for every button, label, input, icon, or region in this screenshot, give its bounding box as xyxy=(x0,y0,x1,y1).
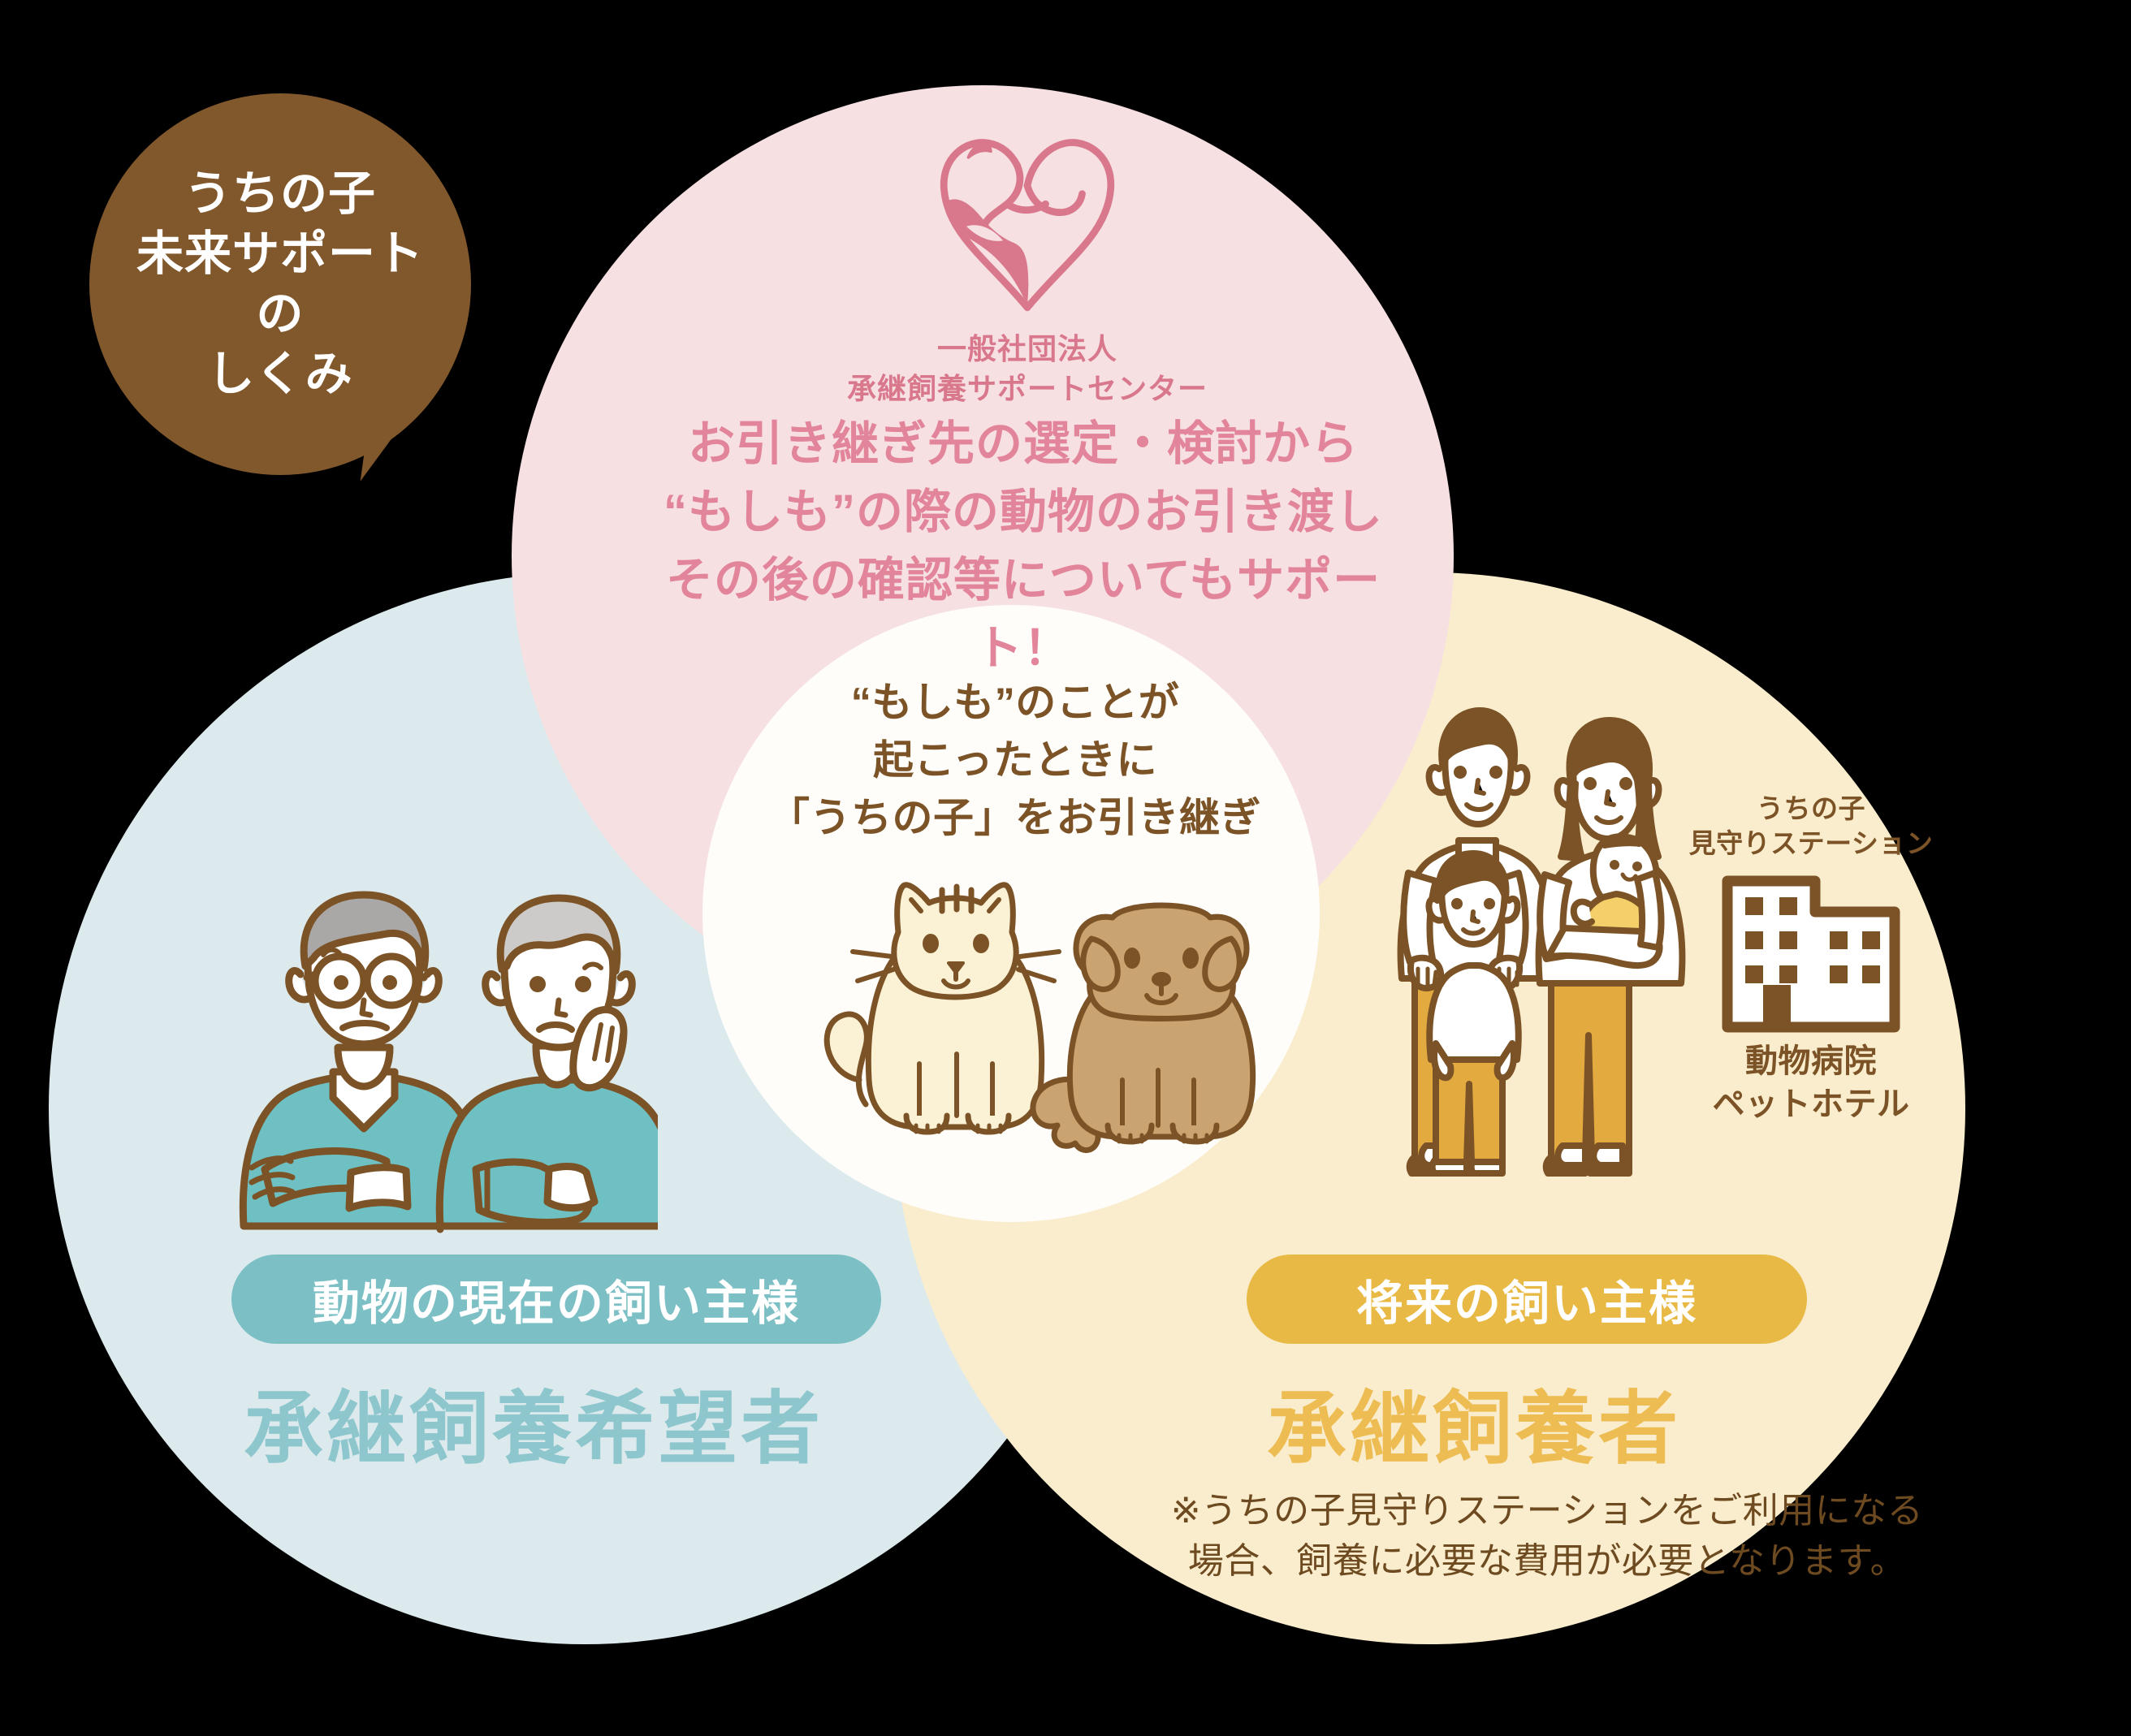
current-owner-pill-label: 動物の現在の飼い主様 xyxy=(312,1277,800,1330)
support-description-line-1: お引き継ぎ先の選定・検討から xyxy=(687,417,1359,470)
hospital-building-icon xyxy=(1722,875,1900,1033)
support-description-line-2: “もしも”の際の動物のお引き渡し xyxy=(663,486,1383,539)
footnote-line-1: ※うちの子見守りステーションをご利用になる xyxy=(1170,1491,1924,1531)
bubble-line-3: の xyxy=(256,287,305,340)
org-line-2: 承継飼養サポートセンター xyxy=(846,371,1208,405)
cat-and-dog-illustration xyxy=(823,882,1256,1153)
handover-line-2: 起こったときに xyxy=(873,737,1157,783)
org-line-1: 一般社団法人 xyxy=(936,332,1117,365)
footnote: ※うちの子見守りステーションをご利用になる 場合、飼養に必要な費用が必要となりま… xyxy=(1137,1486,1957,1587)
organization-name: 一般社団法人 承継飼養サポートセンター xyxy=(816,330,1238,408)
station-caption-line-2: ペットホテル xyxy=(1712,1086,1910,1122)
bubble-line-4: しくみ xyxy=(207,348,353,401)
watch-station-title: うちの子 見守りステーション xyxy=(1657,792,1965,862)
future-owner-pill-label: 将来の飼い主様 xyxy=(1355,1277,1697,1330)
organization-logo-block: 一般社団法人 承継飼養サポートセンター xyxy=(816,122,1238,408)
support-description-line-3: その後の確認等についてもサポート！ xyxy=(665,554,1381,676)
support-description: お引き継ぎ先の選定・検討から “もしも”の際の動物のお引き渡し その後の確認等に… xyxy=(642,410,1405,683)
station-title-line-2: 見守りステーション xyxy=(1688,827,1934,858)
bubble-line-1: うちの子 xyxy=(184,166,376,220)
station-caption-line-1: 動物病院 xyxy=(1745,1043,1877,1079)
current-owner-pill: 動物の現在の飼い主様 xyxy=(231,1254,881,1344)
footnote-line-2: 場合、飼養に必要な費用が必要となります。 xyxy=(1187,1541,1907,1582)
future-owner-heading: 承継飼養者 xyxy=(1267,1384,1682,1473)
family-of-four-illustration xyxy=(1397,707,1686,1177)
heart-logo-icon xyxy=(940,139,1115,312)
watch-station-caption: 動物病院 ペットホテル xyxy=(1657,1040,1965,1126)
future-owner-pill: 将来の飼い主様 xyxy=(1247,1254,1807,1344)
handover-line-1: “もしも”のことが xyxy=(850,680,1180,725)
handover-description: “もしも”のことが 起こったときに 「うちの子」をお引き継ぎ xyxy=(731,674,1299,847)
watch-station-block: うちの子 見守りステーション 動物病院 ペットホテル xyxy=(1657,792,1965,1125)
elderly-couple-illustration xyxy=(239,891,658,1233)
speech-bubble: うちの子 未来サポート の しくみ xyxy=(89,93,471,475)
current-owner-heading: 承継飼養希望者 xyxy=(244,1384,824,1473)
speech-bubble-text: うちの子 未来サポート の しくみ xyxy=(136,164,424,405)
handover-line-3: 「うちの子」をお引き継ぎ xyxy=(769,795,1261,840)
station-title-line-1: うちの子 xyxy=(1757,793,1865,823)
bubble-line-2: 未来サポート xyxy=(136,227,424,280)
